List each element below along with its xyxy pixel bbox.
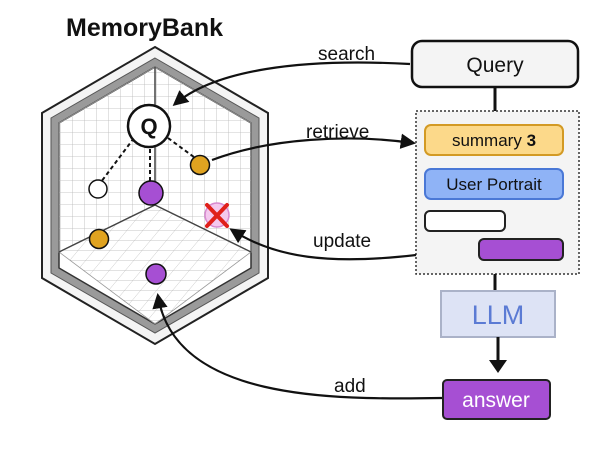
answer-label: answer (462, 389, 530, 412)
query-node (126, 103, 172, 149)
user-portrait-chip (424, 168, 564, 200)
add-arrow (152, 292, 443, 400)
search-arrow (172, 61, 411, 106)
retrieve-label: retrieve (306, 122, 369, 143)
query-label: Query (466, 54, 524, 77)
memory-dot-orange-low (88, 228, 110, 250)
memory-dot-purple-center (138, 180, 164, 206)
summary-chip (424, 124, 564, 156)
llm-box (440, 290, 556, 338)
memory-dot-purple-added (145, 263, 167, 285)
search-label: search (318, 44, 375, 65)
down-arrow-icon (489, 360, 507, 373)
update-label: update (313, 231, 371, 252)
add-label: add (334, 376, 366, 397)
purple-memory-chip (478, 238, 564, 261)
memory-dot-orange-retrieved (189, 154, 211, 176)
retrieval-links (97, 137, 199, 187)
memory-dot-empty (88, 179, 108, 199)
delete-x-icon (205, 203, 229, 228)
query-node-label: Q (140, 114, 157, 139)
diagram-title: MemoryBank (66, 14, 223, 42)
summary-chip-label: summary 3 (452, 131, 536, 150)
retrieve-arrow (211, 133, 417, 162)
update-arrow (229, 228, 417, 261)
user-portrait-label: User Portrait (446, 175, 542, 194)
empty-memory-chip (424, 210, 506, 232)
llm-label: LLM (472, 300, 525, 330)
answer-box (442, 379, 551, 420)
